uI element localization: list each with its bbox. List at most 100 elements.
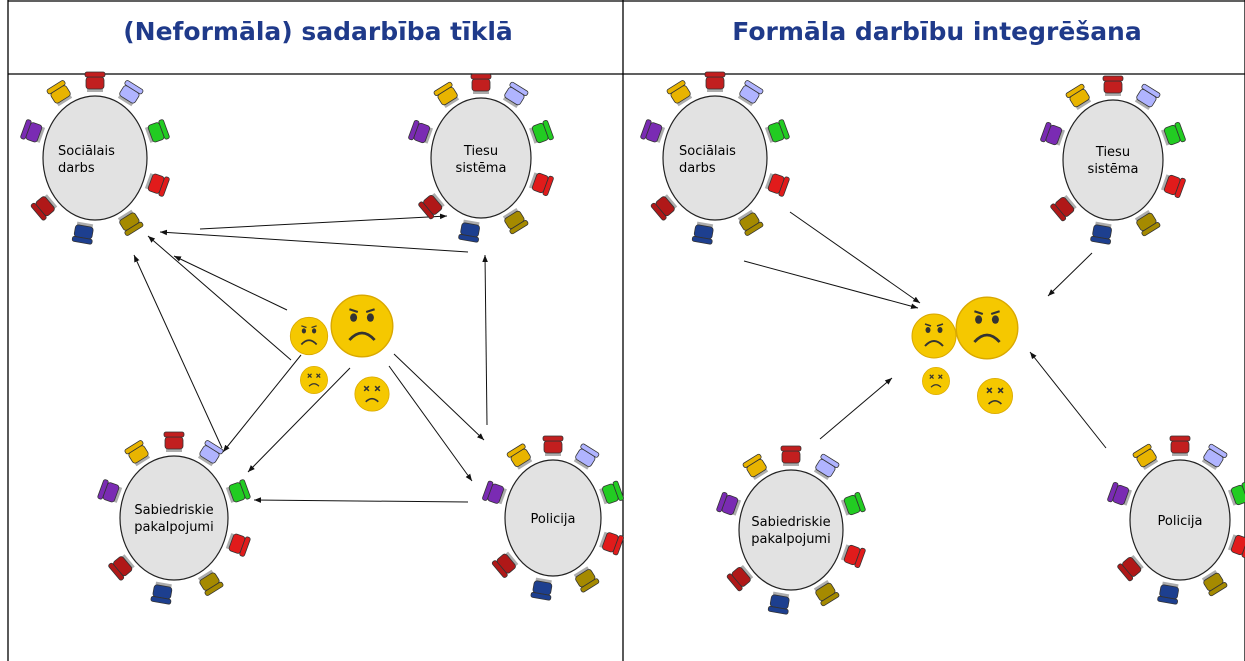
chair-icon [418,192,445,220]
table-label: Tiesu [1095,145,1130,160]
chair-icon [704,71,726,92]
chair-icon [144,173,170,197]
chair-icon [650,194,678,221]
sad-face-icon [330,294,394,358]
chairs [716,445,866,615]
chair-icon [1107,482,1132,506]
chair-icon [737,80,764,107]
table-label: sistēma [1088,162,1139,177]
chair-icon [1050,194,1077,222]
chair-icon [1161,122,1186,146]
chair-icon [542,435,564,456]
table-label: sistēma [456,161,507,176]
chair-icon [506,443,533,470]
panel-right: Sociālais darbs Tiesu sistēma Sabiedrisk… [640,71,1245,615]
chair-icon [640,119,666,143]
table-police: Policija [482,435,624,601]
arrow [147,235,292,361]
chair-icon [20,119,46,143]
dizzy-face-icon [300,366,328,394]
arrow [159,229,469,253]
panel-left: Sociālais darbs Tiesu sistēma Sabiedrisk… [20,71,624,605]
chair-icon [666,80,693,107]
table-label: darbs [679,161,716,176]
chair-icon [30,194,58,221]
chair-icon [1228,534,1245,558]
table-police: Policija [1107,435,1245,605]
chair-icon [1090,221,1112,245]
layout-grid [7,0,1245,661]
chair-icon [737,209,764,236]
round-table [738,469,844,591]
round-table [119,455,229,581]
chair-icon [225,533,251,557]
chair-icon [780,445,802,466]
arrow [199,213,448,230]
chair-icon [1169,435,1191,456]
table-label: Sociālais [679,144,736,159]
left-arrows [133,213,488,503]
arrow [789,211,921,304]
chair-icon [470,73,492,94]
arrow [482,254,488,426]
chair-icon [599,480,624,505]
arrow [173,255,288,311]
chair-icon [1102,75,1124,96]
chair-icon [691,221,714,245]
sad-face-icon [289,316,329,356]
chair-icon [117,209,144,236]
chair-icon [764,173,790,197]
chair-icon [529,172,554,196]
arrow [247,367,351,473]
chair-icon [1157,581,1179,605]
chair-icon [197,569,224,596]
chair-icon [108,554,135,581]
chair-icon [599,531,624,556]
table-label: Policija [531,512,576,527]
arrow [388,365,473,482]
chair-icon [144,119,170,143]
arrow [743,260,919,309]
chair-icon [502,208,529,235]
arrow [393,353,485,441]
table-court-system: Tiesu sistēma [1040,75,1186,245]
chair-icon [124,440,151,467]
chair-icon [71,221,94,245]
chairs [1040,75,1186,245]
chairs [482,435,624,601]
chair-icon [1161,174,1186,198]
chair-icon [1134,210,1161,237]
arrow [222,354,302,453]
round-table [1129,459,1231,581]
round-table [430,97,532,219]
table-label: Policija [1158,514,1203,529]
right-arrows [743,211,1107,449]
chair-icon [840,492,866,516]
round-table [504,459,602,577]
table-label: darbs [58,161,95,176]
panel-right-title: Formāla darbību integrēšana [732,17,1141,46]
chair-icon [197,440,224,467]
chair-icon [163,431,185,452]
chair-icon [767,591,790,615]
table-label: Sabiedriskie [134,503,213,518]
chair-icon [117,80,144,107]
chair-icon [1201,443,1228,470]
chairs [408,73,554,243]
chair-icon [433,81,460,108]
chair-icon [491,551,519,578]
sad-face-icon [911,313,957,359]
chairs [97,431,251,605]
arrow [133,254,223,449]
chair-icon [482,480,507,505]
chair-icon [726,564,754,592]
table-social-work: Sociālais darbs [20,71,170,245]
chair-icon [813,580,840,607]
table-social-work: Sociālais darbs [640,71,790,245]
chair-icon [1117,554,1144,582]
chair-icon [1065,83,1092,110]
chair-icon [458,219,480,243]
chair-icon [573,443,600,470]
chair-icon [84,71,106,92]
chair-icon [573,566,600,593]
